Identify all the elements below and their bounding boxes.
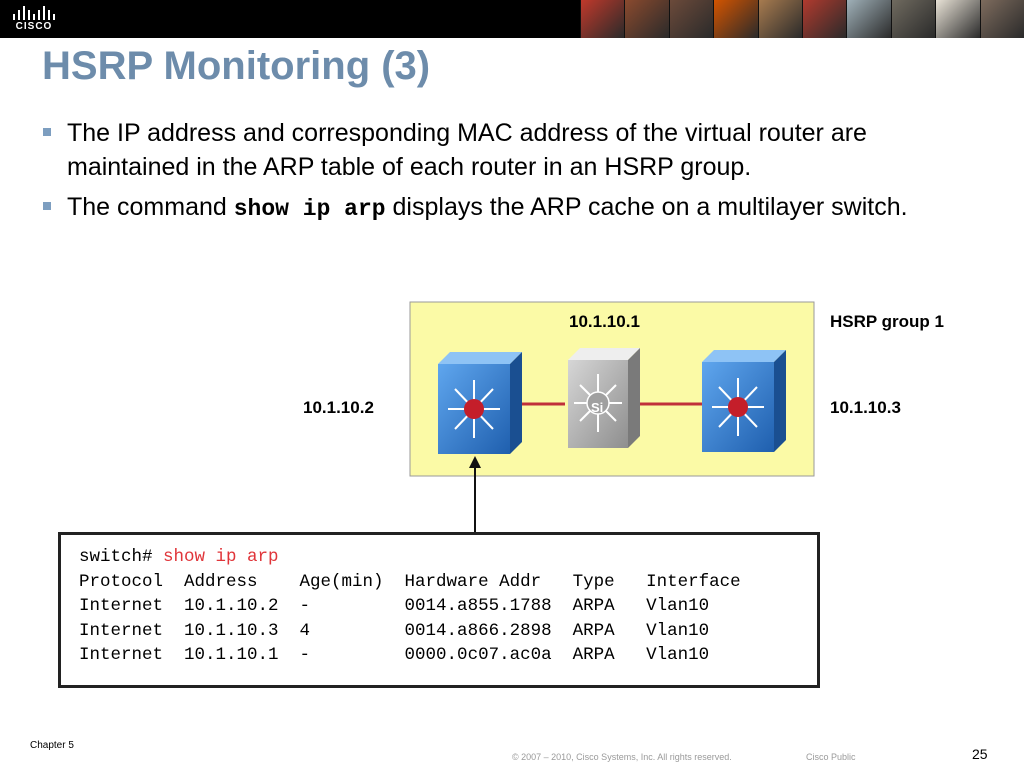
slide-title: HSRP Monitoring (3) [42, 44, 431, 88]
terminal-header-row: Protocol Address Age(min) Hardware Addr … [79, 571, 741, 592]
logo-text: CISCO [15, 21, 53, 32]
classification-text: Cisco Public [806, 752, 856, 762]
copyright-text: © 2007 – 2010, Cisco Systems, Inc. All r… [512, 752, 732, 762]
hsrp-diagram: 10.1.10.1 HSRP group 1 10.1.10.2 10.1.10… [0, 290, 1024, 690]
virtual-switch-si-label: Si [591, 400, 604, 415]
header-photo [580, 0, 625, 38]
cisco-logo-bars-icon [13, 6, 55, 20]
left-switch-ip-label: 10.1.10.2 [303, 398, 374, 417]
diagram-canvas [409, 301, 815, 532]
terminal-command-line: switch# show ip arp [79, 545, 741, 570]
header-photo [668, 0, 714, 38]
cisco-logo: CISCO [8, 4, 60, 34]
bullet-text-pre: The command [67, 193, 234, 221]
bullet-item: The command show ip arp displays the ARP… [40, 190, 980, 226]
bullet-text: The IP address and corresponding MAC add… [67, 119, 867, 181]
header-photo [890, 0, 936, 38]
virtual-switch-icon [568, 348, 640, 448]
terminal-row: Internet 10.1.10.2 - 0014.a855.1788 ARPA… [79, 596, 710, 616]
photo-strip [580, 0, 1024, 38]
chapter-label: Chapter 5 [30, 740, 74, 751]
bullet-list: The IP address and corresponding MAC add… [40, 116, 980, 232]
terminal-command: show ip arp [163, 547, 279, 567]
header-photo [979, 0, 1024, 38]
arrow-icon [469, 456, 481, 532]
terminal-row: Internet 10.1.10.3 4 0014.a866.2898 ARPA… [79, 620, 710, 641]
header-photo [846, 0, 891, 38]
bullet-text-post: displays the ARP cache on a multilayer s… [385, 193, 908, 221]
bullet-square-icon [43, 202, 51, 210]
bullet-command: show ip arp [233, 196, 386, 222]
terminal-prompt: switch# [79, 547, 164, 567]
virtual-ip-label: 10.1.10.1 [569, 312, 640, 331]
bullet-square-icon [43, 128, 51, 136]
header-photo [757, 0, 803, 38]
hsrp-group-label: HSRP group 1 [830, 312, 944, 331]
header-bar: CISCO [0, 0, 1024, 38]
header-photo [713, 0, 758, 38]
header-photo [935, 0, 980, 38]
left-switch-icon [438, 352, 522, 454]
page-number: 25 [972, 746, 988, 762]
right-switch-icon [702, 350, 786, 452]
header-photo [802, 0, 847, 38]
header-photo [624, 0, 669, 38]
right-switch-ip-label: 10.1.10.3 [830, 398, 901, 417]
terminal-row: Internet 10.1.10.1 - 0000.0c07.ac0a ARPA… [79, 645, 710, 665]
bullet-item: The IP address and corresponding MAC add… [40, 116, 980, 184]
